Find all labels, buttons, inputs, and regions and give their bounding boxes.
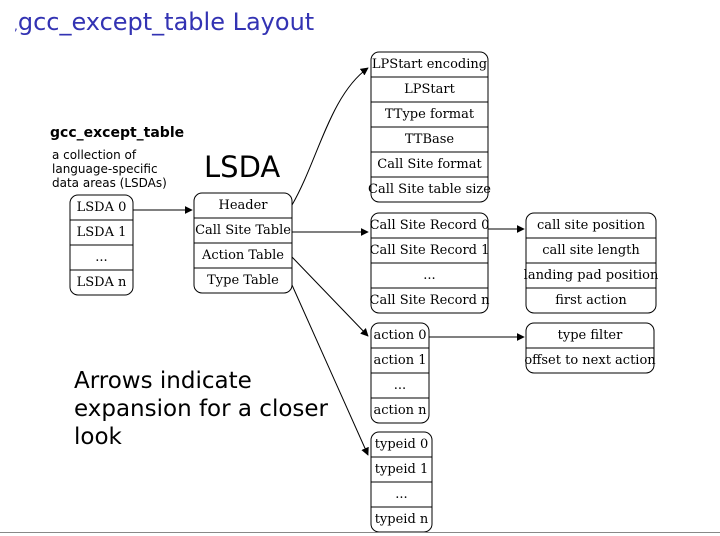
lsda-list-item: LSDA 1 <box>77 225 127 240</box>
lsda-field: Action Table <box>201 248 284 263</box>
header-field: TTBase <box>405 132 455 147</box>
call-site-records-box: Call Site Record 0 Call Site Record 1 ..… <box>370 212 491 314</box>
lsda-list-item: LSDA n <box>77 275 127 290</box>
action-item: action 0 <box>373 328 426 343</box>
lsda-field: Call Site Table <box>195 223 291 238</box>
call-site-record: ... <box>423 268 435 283</box>
lsda-field: Type Table <box>207 273 279 288</box>
header-field: LPStart encoding <box>372 57 487 72</box>
except-table-title: gcc_except_table <box>50 125 185 141</box>
header-field: LPStart <box>404 82 455 97</box>
action-fields-box: type filter offset to next action <box>524 322 656 374</box>
arrows-note: Arrows indicate expansion for a closer l… <box>74 368 328 450</box>
call-site-fields-box: call site position call site length land… <box>524 212 659 314</box>
action-item: action 1 <box>373 353 426 368</box>
lsda-fields-box: Header Call Site Table Action Table Type… <box>193 192 293 294</box>
call-site-field: first action <box>555 293 627 308</box>
arrow-header-to-header-fields <box>291 67 369 206</box>
except-table-description: a collection of language-specific data a… <box>52 148 167 190</box>
lsda-label: LSDA <box>204 150 281 184</box>
lsda-list-box: LSDA 0 LSDA 1 ... LSDA n <box>69 194 134 296</box>
call-site-field: call site length <box>542 243 640 258</box>
call-site-field: call site position <box>537 218 646 233</box>
header-field: TType format <box>385 107 475 122</box>
header-fields-box: LPStart encoding LPStart TType format TT… <box>368 51 491 203</box>
call-site-record: Call Site Record 1 <box>370 243 490 258</box>
typeid-item: typeid n <box>375 512 429 527</box>
typeid-item: typeid 0 <box>375 437 428 452</box>
arrow-action-table-to-actions <box>291 256 369 337</box>
slide-title: ,gcc_except_table Layout <box>14 8 314 36</box>
header-field: Call Site format <box>377 157 482 172</box>
lsda-field: Header <box>218 198 268 213</box>
typeids-box: typeid 0 typeid 1 ... typeid n <box>370 431 433 533</box>
lsda-list-item: LSDA 0 <box>77 200 127 215</box>
call-site-record: Call Site Record 0 <box>370 218 490 233</box>
lsda-list-item: ... <box>95 250 107 265</box>
header-field: Call Site table size <box>368 182 491 197</box>
arrow-type-table-to-typeids <box>291 284 369 456</box>
action-field: type filter <box>558 328 623 343</box>
action-item: ... <box>394 378 406 393</box>
action-field: offset to next action <box>524 353 656 368</box>
title-bullet: , <box>14 19 18 33</box>
actions-box: action 0 action 1 ... action n <box>370 322 430 424</box>
call-site-record: Call Site Record n <box>370 293 491 308</box>
call-site-field: landing pad position <box>524 268 659 283</box>
action-item: action n <box>373 403 427 418</box>
typeid-item: typeid 1 <box>375 462 428 477</box>
slide-title-text: gcc_except_table Layout <box>17 8 315 36</box>
bottom-rule <box>0 532 720 533</box>
typeid-item: ... <box>395 487 407 502</box>
